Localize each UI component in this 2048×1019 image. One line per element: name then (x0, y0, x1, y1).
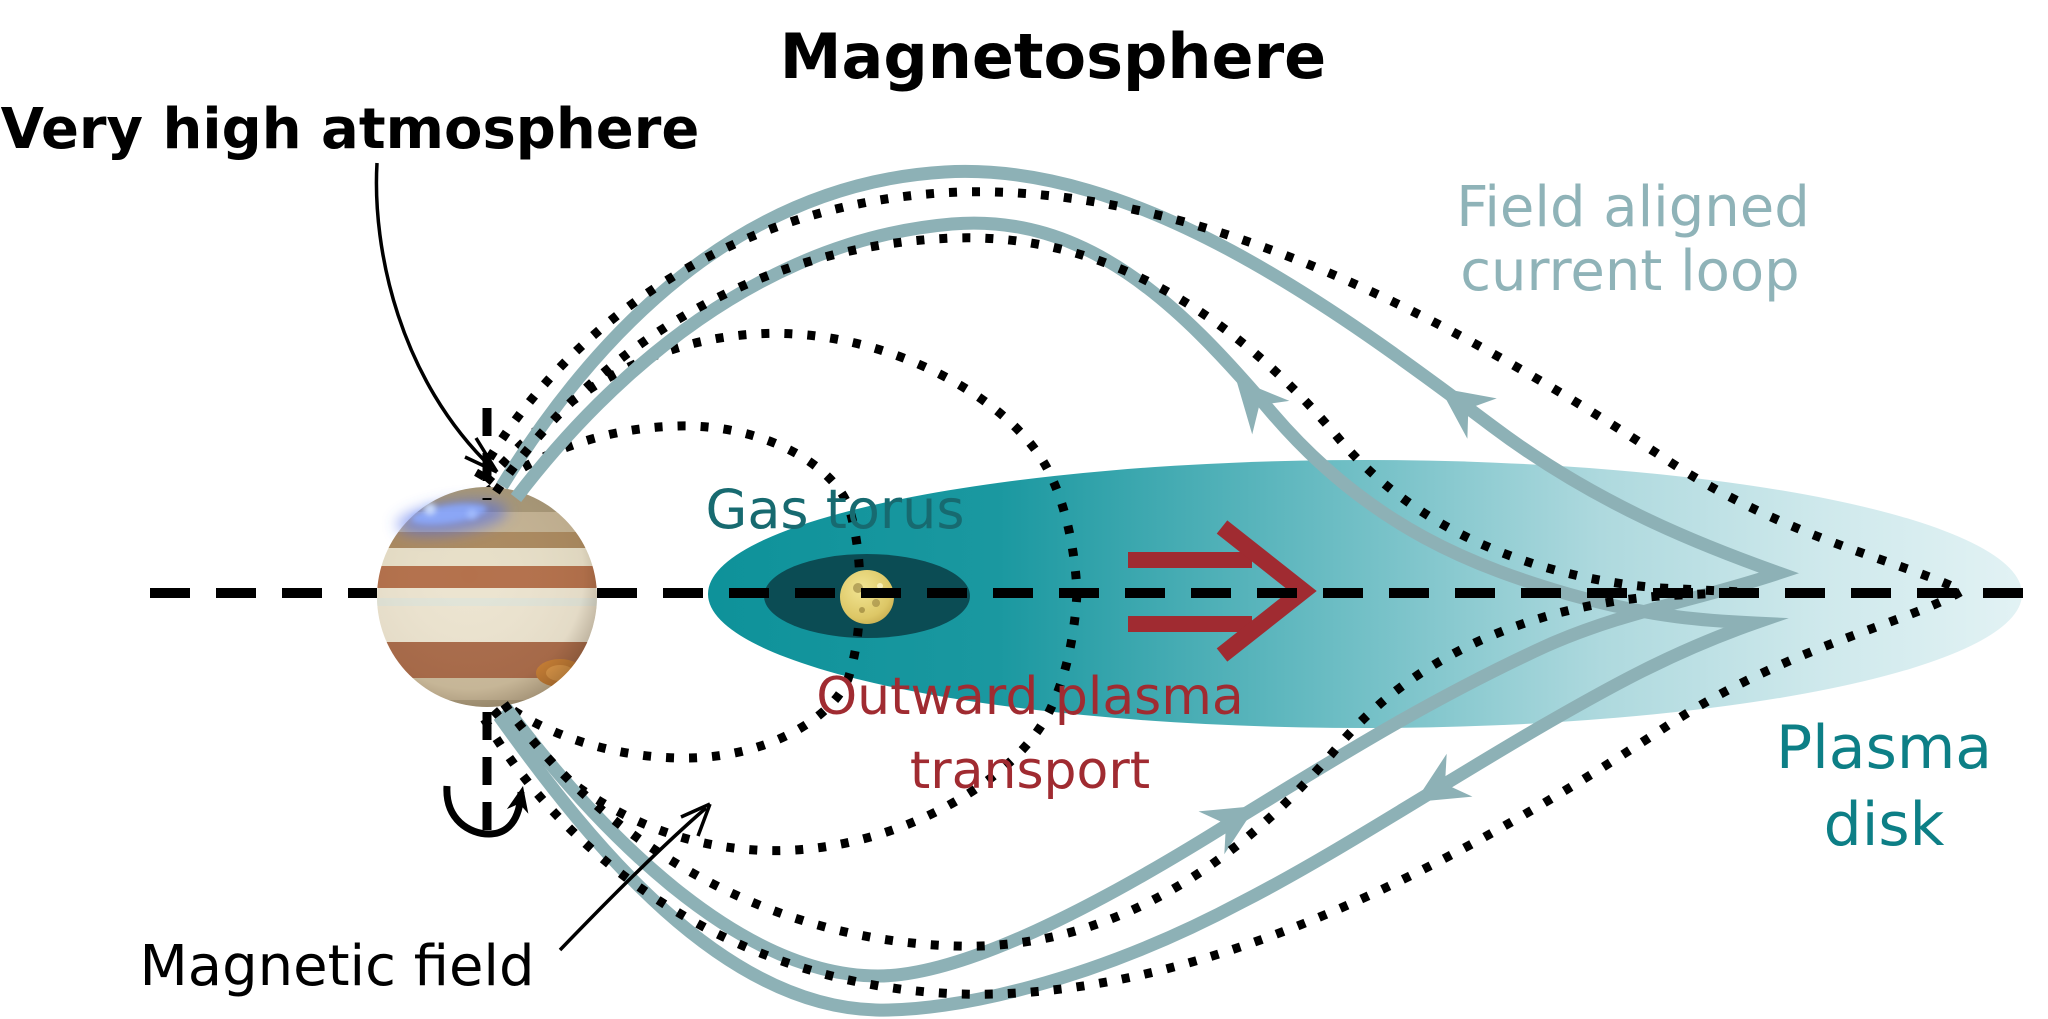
current-arrowheads (1198, 379, 1497, 855)
magnetic-field-label: Magnetic field (139, 934, 534, 999)
plasma-disk-shape (708, 460, 2022, 728)
plasma-disk-label-line1: Plasma (1776, 713, 1992, 783)
jupiter-planet (377, 487, 597, 707)
outward-plasma-label-line2: transport (910, 741, 1150, 801)
field-aligned-label-line2: current loop (1460, 239, 1799, 304)
magnetic-field-line-dotted-3 (468, 328, 1082, 856)
current-arrowhead-top-inner (1236, 379, 1290, 435)
magnetic-field-line-dotted-4 (464, 421, 865, 763)
outward-transport-arrow-icon (1128, 520, 1317, 662)
magnetic-field-arrow (558, 802, 712, 952)
plasma-disk-label-line2: disk (1824, 790, 1945, 860)
current-arrowhead-top-outer (1440, 388, 1497, 439)
magnetic-field-line-dotted-2 (492, 233, 1741, 951)
current-arrowhead-bottom-outer (1415, 753, 1473, 802)
field-aligned-label-line1: Field aligned (1456, 175, 1810, 240)
diagram-title: Magnetosphere (780, 20, 1326, 93)
very-high-atmosphere-label: Very high atmosphere (1, 97, 700, 162)
outward-plasma-label-line1: Outward plasma (816, 667, 1244, 727)
gas-torus-label: Gas torus (705, 478, 964, 541)
current-arrowhead-bottom-inner (1198, 806, 1256, 855)
current-loop-inner (493, 216, 1789, 1017)
aurora-glow (396, 500, 508, 536)
very-high-atmosphere-arrow (374, 162, 499, 474)
rotation-arrow-icon (443, 785, 529, 838)
